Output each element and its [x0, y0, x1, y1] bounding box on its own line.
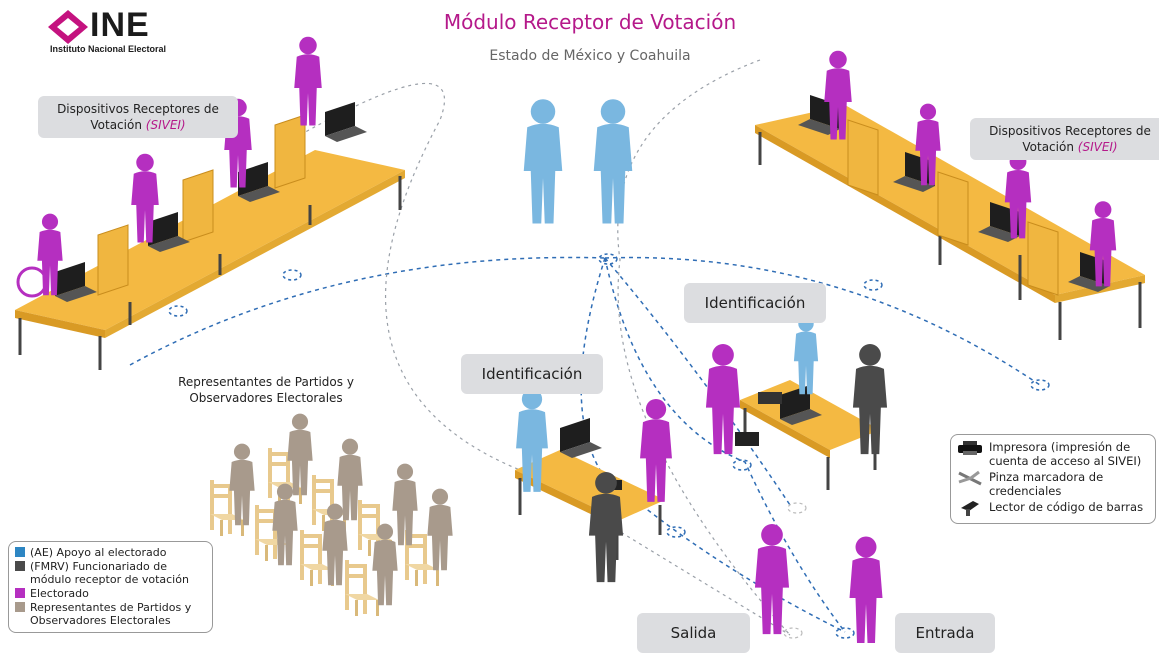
legend-label-representantes: Representantes de Partidos y Observadore… [30, 601, 192, 627]
label-entrance: Entrada [895, 613, 995, 653]
page-subtitle: Estado de México y Coahuila [489, 48, 691, 64]
flow-nodes [168, 253, 1050, 639]
entrance-exit-voters [754, 524, 883, 643]
devices-right-line1: Dispositivos Receptores de [989, 124, 1151, 138]
legend-item-fmrv: (FMRV) Funcionariado de módulo receptor … [15, 560, 206, 586]
tool-item-pliers: Pinza marcadora de credenciales [957, 470, 1149, 498]
ine-logo: INE Instituto Nacional Electoral [48, 6, 196, 58]
logo-acronym: INE [90, 6, 150, 44]
devices-left-tag: (SIVEI) [145, 118, 186, 132]
ine-diamond-icon [48, 10, 88, 44]
representatives-line1: Representantes de Partidos y [178, 375, 354, 389]
barcode-reader-icon [961, 501, 979, 516]
legend-item-ae: (AE) Apoyo al electorado [15, 546, 206, 559]
logo-subtitle: Instituto Nacional Electoral [50, 44, 167, 54]
right-identification-table [705, 316, 888, 490]
legend-swatch-ae [15, 547, 25, 557]
legend-swatch-electorado [15, 588, 25, 598]
legend-item-electorado: Electorado [15, 587, 206, 600]
tool-label-pliers: Pinza marcadora de credenciales [989, 470, 1104, 498]
tools-legend: Impresora (impresión de cuenta de acceso… [950, 434, 1156, 524]
tool-label-printer: Impresora (impresión de cuenta de acceso… [989, 440, 1142, 468]
legend-swatch-representantes [15, 602, 25, 612]
printer-icon [958, 441, 982, 455]
left-voting-tables [15, 36, 405, 370]
devices-right-line2: Votación [1022, 140, 1074, 154]
right-voting-tables [755, 50, 1145, 340]
label-representatives: Representantes de Partidos y Observadore… [166, 374, 366, 406]
observer-seating [210, 413, 453, 616]
legend-label-electorado: Electorado [30, 587, 89, 600]
legend-label-ae: (AE) Apoyo al electorado [30, 546, 167, 559]
label-devices-left: Dispositivos Receptores de Votación (SIV… [38, 96, 238, 138]
page-title: Módulo Receptor de Votación [443, 10, 737, 34]
devices-right-tag: (SIVEI) [1077, 140, 1118, 154]
representatives-line2: Observadores Electorales [189, 391, 343, 405]
pliers-icon [958, 470, 982, 486]
label-exit: Salida [637, 613, 750, 653]
legend-label-fmrv: (FMRV) Funcionariado de módulo receptor … [30, 560, 189, 586]
label-identification-center: Identificación [461, 354, 603, 394]
tool-item-printer: Impresora (impresión de cuenta de acceso… [957, 440, 1149, 468]
legend-swatch-fmrv [15, 561, 25, 571]
legend-item-representantes: Representantes de Partidos y Observadore… [15, 601, 206, 627]
support-staff-top [523, 99, 633, 224]
role-legend: (AE) Apoyo al electorado (FMRV) Funciona… [8, 541, 213, 633]
tool-label-barcode-reader: Lector de código de barras [989, 500, 1144, 514]
devices-left-line2: Votación [90, 118, 142, 132]
official-flow-paths [299, 59, 791, 636]
label-identification-right: Identificación [684, 283, 826, 323]
center-identification-table [515, 388, 672, 583]
tool-item-barcode-reader: Lector de código de barras [957, 500, 1149, 516]
devices-left-line1: Dispositivos Receptores de [57, 102, 219, 116]
label-devices-right: Dispositivos Receptores de Votación (SIV… [970, 118, 1159, 160]
